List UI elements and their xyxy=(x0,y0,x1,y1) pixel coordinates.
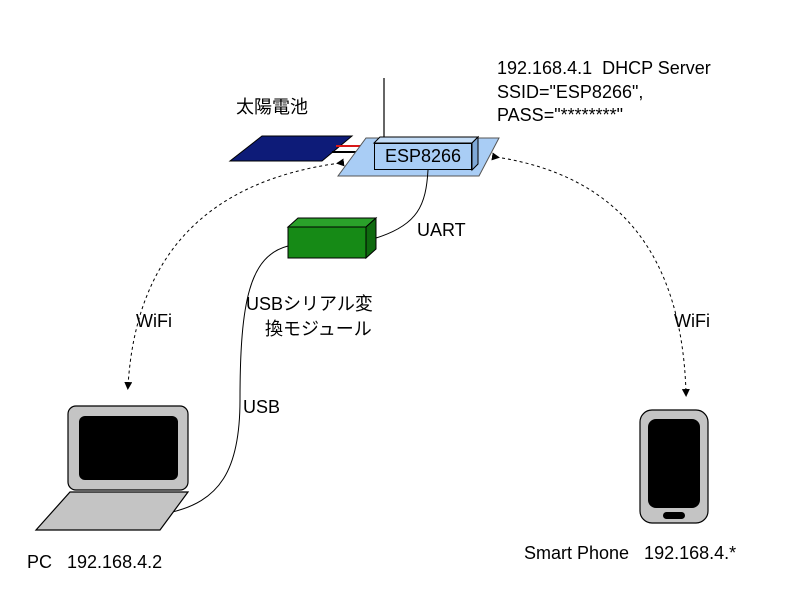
server-info-line2: SSID="ESP8266", xyxy=(497,82,644,102)
usb-serial-module-label-line1: USBシリアル変 xyxy=(246,294,373,314)
server-info-line3: PASS="********" xyxy=(497,105,624,125)
usb-serial-module-top xyxy=(286,217,378,228)
uart-label: UART xyxy=(417,220,466,240)
usb-label: USB xyxy=(243,397,281,417)
wifi-left-label: WiFi xyxy=(136,311,172,331)
esp-chip-side xyxy=(471,135,479,172)
uart-wire xyxy=(375,169,429,239)
usb-serial-module xyxy=(287,226,367,259)
laptop-icon xyxy=(34,405,190,531)
wifi-link-right xyxy=(491,152,690,397)
esp8266-chip: ESP8266 xyxy=(374,143,472,170)
usb-serial-module-label-line2: 換モジュール xyxy=(265,319,372,339)
solar-panel xyxy=(228,135,354,162)
pc-label: PC 192.168.4.2 xyxy=(27,552,163,572)
wifi-right-label: WiFi xyxy=(674,311,710,331)
server-info-line1: 192.168.4.1 DHCP Server xyxy=(497,58,711,78)
smartphone-label: Smart Phone 192.168.4.* xyxy=(524,543,737,563)
smartphone-icon xyxy=(639,409,709,524)
wifi-link-left xyxy=(124,158,345,390)
solar-panel-label: 太陽電池 xyxy=(236,97,308,117)
